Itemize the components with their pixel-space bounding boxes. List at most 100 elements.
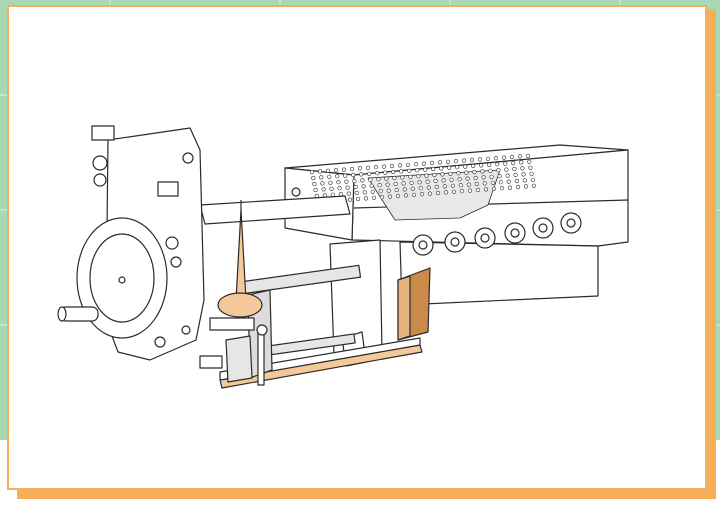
perforation-dot bbox=[505, 173, 510, 178]
perforation-dot bbox=[461, 158, 467, 163]
perforation-dot bbox=[464, 170, 469, 175]
perforation-dot bbox=[418, 186, 423, 191]
perforation-dot bbox=[429, 160, 435, 166]
perforation-dot bbox=[447, 165, 452, 170]
perforation-dot bbox=[352, 178, 357, 184]
perforation-dot bbox=[483, 187, 489, 192]
perforation-dot bbox=[371, 195, 377, 200]
perforation-dot bbox=[345, 185, 350, 190]
perforation-dot bbox=[501, 155, 507, 160]
perforation-dot bbox=[514, 178, 519, 184]
perforation-dot bbox=[357, 166, 363, 171]
perforation-dot bbox=[427, 191, 433, 196]
perforation-dot bbox=[395, 193, 401, 199]
perforation-dot bbox=[375, 171, 380, 176]
perforation-dot bbox=[482, 181, 487, 186]
perforation-dot bbox=[439, 166, 444, 171]
perforation-dot bbox=[496, 168, 501, 173]
perforation-dot bbox=[455, 165, 460, 170]
perforation-dot bbox=[432, 172, 437, 178]
perforation-dot bbox=[346, 191, 351, 196]
perforation-dot bbox=[400, 175, 405, 180]
perforation-dot bbox=[479, 163, 484, 168]
perforation-dot bbox=[391, 169, 396, 175]
perforation-dot bbox=[525, 153, 531, 158]
perforation-dot bbox=[409, 180, 414, 185]
perforation-dot bbox=[311, 175, 316, 181]
perforation-dot bbox=[403, 193, 409, 198]
perforation-dot bbox=[485, 156, 491, 161]
perforation-dot bbox=[423, 167, 428, 172]
perforation-dot bbox=[425, 179, 430, 184]
perforation-dot bbox=[530, 177, 535, 182]
perforation-dot bbox=[402, 187, 407, 192]
perforation-dot bbox=[389, 163, 395, 169]
perforation-dot bbox=[419, 192, 425, 197]
perforation-dot bbox=[459, 189, 465, 194]
perforation-dot bbox=[477, 157, 483, 162]
perforation-dot bbox=[401, 181, 406, 186]
perforation-dot bbox=[469, 157, 475, 163]
perforation-dot bbox=[405, 162, 411, 167]
perforation-dot bbox=[421, 161, 427, 166]
perforation-dot bbox=[329, 186, 334, 191]
perforation-dot bbox=[490, 180, 495, 185]
cross-bar bbox=[199, 195, 351, 225]
perforation-dot bbox=[475, 187, 481, 193]
perforation-dot bbox=[353, 184, 358, 190]
perforation-dot bbox=[361, 184, 366, 189]
perforation-dot bbox=[362, 190, 367, 195]
perforation-dot bbox=[466, 182, 471, 187]
perforation-dot bbox=[344, 179, 349, 184]
perforation-dot bbox=[384, 176, 389, 181]
perforation-dot bbox=[379, 195, 385, 200]
perforation-dot bbox=[465, 176, 470, 181]
perforation-dot bbox=[509, 154, 515, 160]
perforation-dot bbox=[531, 183, 537, 188]
perforation-dot bbox=[327, 174, 332, 179]
panel-shadow-bottom bbox=[17, 490, 716, 499]
perforation-dot bbox=[511, 160, 516, 166]
perforation-dot bbox=[488, 168, 493, 173]
perforation-dot bbox=[457, 177, 462, 182]
perforation-dot bbox=[349, 166, 355, 172]
roller-row bbox=[412, 212, 582, 256]
perforation-dot bbox=[449, 177, 454, 182]
perforation-dot bbox=[373, 165, 379, 170]
perforation-dot bbox=[325, 168, 331, 173]
perforation-dot bbox=[433, 178, 438, 184]
perforation-dot bbox=[519, 160, 524, 165]
perforation-dot bbox=[387, 194, 393, 199]
perforation-dot bbox=[523, 184, 529, 189]
perforation-dot bbox=[528, 165, 533, 170]
perforation-dot bbox=[312, 181, 317, 187]
perforation-dot bbox=[504, 167, 509, 172]
perforation-dot bbox=[397, 163, 403, 168]
perforation-dot bbox=[471, 163, 476, 169]
perforation-dot bbox=[513, 172, 518, 178]
perforation-dot bbox=[481, 175, 486, 180]
panel-shadow-right bbox=[707, 9, 716, 495]
perforation-dot bbox=[359, 172, 364, 177]
perforation-dot bbox=[474, 181, 479, 187]
perforation-dot bbox=[493, 156, 499, 161]
perforation-dot bbox=[515, 184, 521, 190]
perforation-dot bbox=[503, 161, 508, 166]
perforation-dot bbox=[383, 170, 388, 175]
perforation-dot bbox=[385, 182, 390, 187]
perforation-dot bbox=[370, 189, 375, 194]
perforation-grid bbox=[367, 169, 501, 221]
perforation-dot bbox=[376, 177, 381, 182]
perforation-dot bbox=[517, 154, 523, 159]
perforation-dot bbox=[480, 169, 485, 174]
perforation-dot bbox=[442, 184, 447, 189]
perforation-dot bbox=[313, 187, 318, 193]
perforation-dot bbox=[354, 190, 359, 196]
perforation-dot bbox=[368, 177, 373, 182]
perforation-dot bbox=[521, 172, 526, 177]
perforation-dot bbox=[497, 174, 502, 179]
perforation-dot bbox=[407, 168, 412, 173]
perforation-dot bbox=[435, 190, 441, 196]
perforation-dot bbox=[448, 171, 453, 176]
perforation-dot bbox=[333, 168, 339, 173]
